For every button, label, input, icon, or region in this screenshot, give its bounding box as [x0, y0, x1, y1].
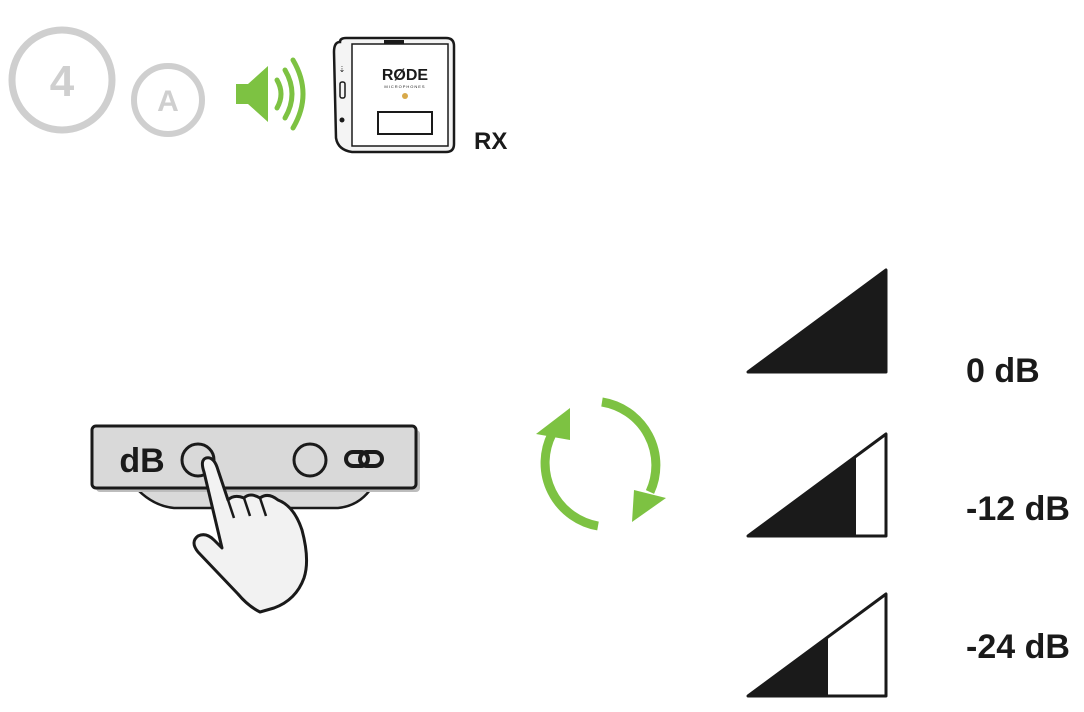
- svg-text:⇣: ⇣: [339, 65, 346, 74]
- db-label: dB: [119, 442, 164, 480]
- link-icon: [344, 450, 384, 468]
- level-triangle-icon: [746, 592, 888, 698]
- pointing-hand-icon: [192, 456, 309, 614]
- level-triangle-icon: [746, 268, 888, 374]
- mode-letter: A: [157, 85, 179, 118]
- device-brand: RØDE: [382, 67, 429, 84]
- device-sub: MICROPHONES: [384, 84, 425, 89]
- level-label-2: -24 dB: [966, 628, 1070, 666]
- device-bar-illustration: dB: [90, 424, 420, 614]
- level-triangle-icon: [746, 432, 888, 538]
- device-label: RX: [474, 128, 508, 155]
- speaker-icon: [236, 57, 306, 131]
- step-circle-icon: 4: [8, 26, 116, 134]
- step-number: 4: [50, 57, 75, 106]
- level-label-1: -12 dB: [966, 490, 1070, 528]
- level-label-0: 0 dB: [966, 352, 1040, 390]
- receiver-device-icon: ⇣ RØDE MICROPHONES: [332, 36, 456, 154]
- link-button[interactable]: [292, 442, 328, 478]
- level-indicators: [746, 268, 888, 698]
- cycle-arrows-icon: [536, 397, 666, 531]
- mode-circle-icon: A: [131, 63, 205, 137]
